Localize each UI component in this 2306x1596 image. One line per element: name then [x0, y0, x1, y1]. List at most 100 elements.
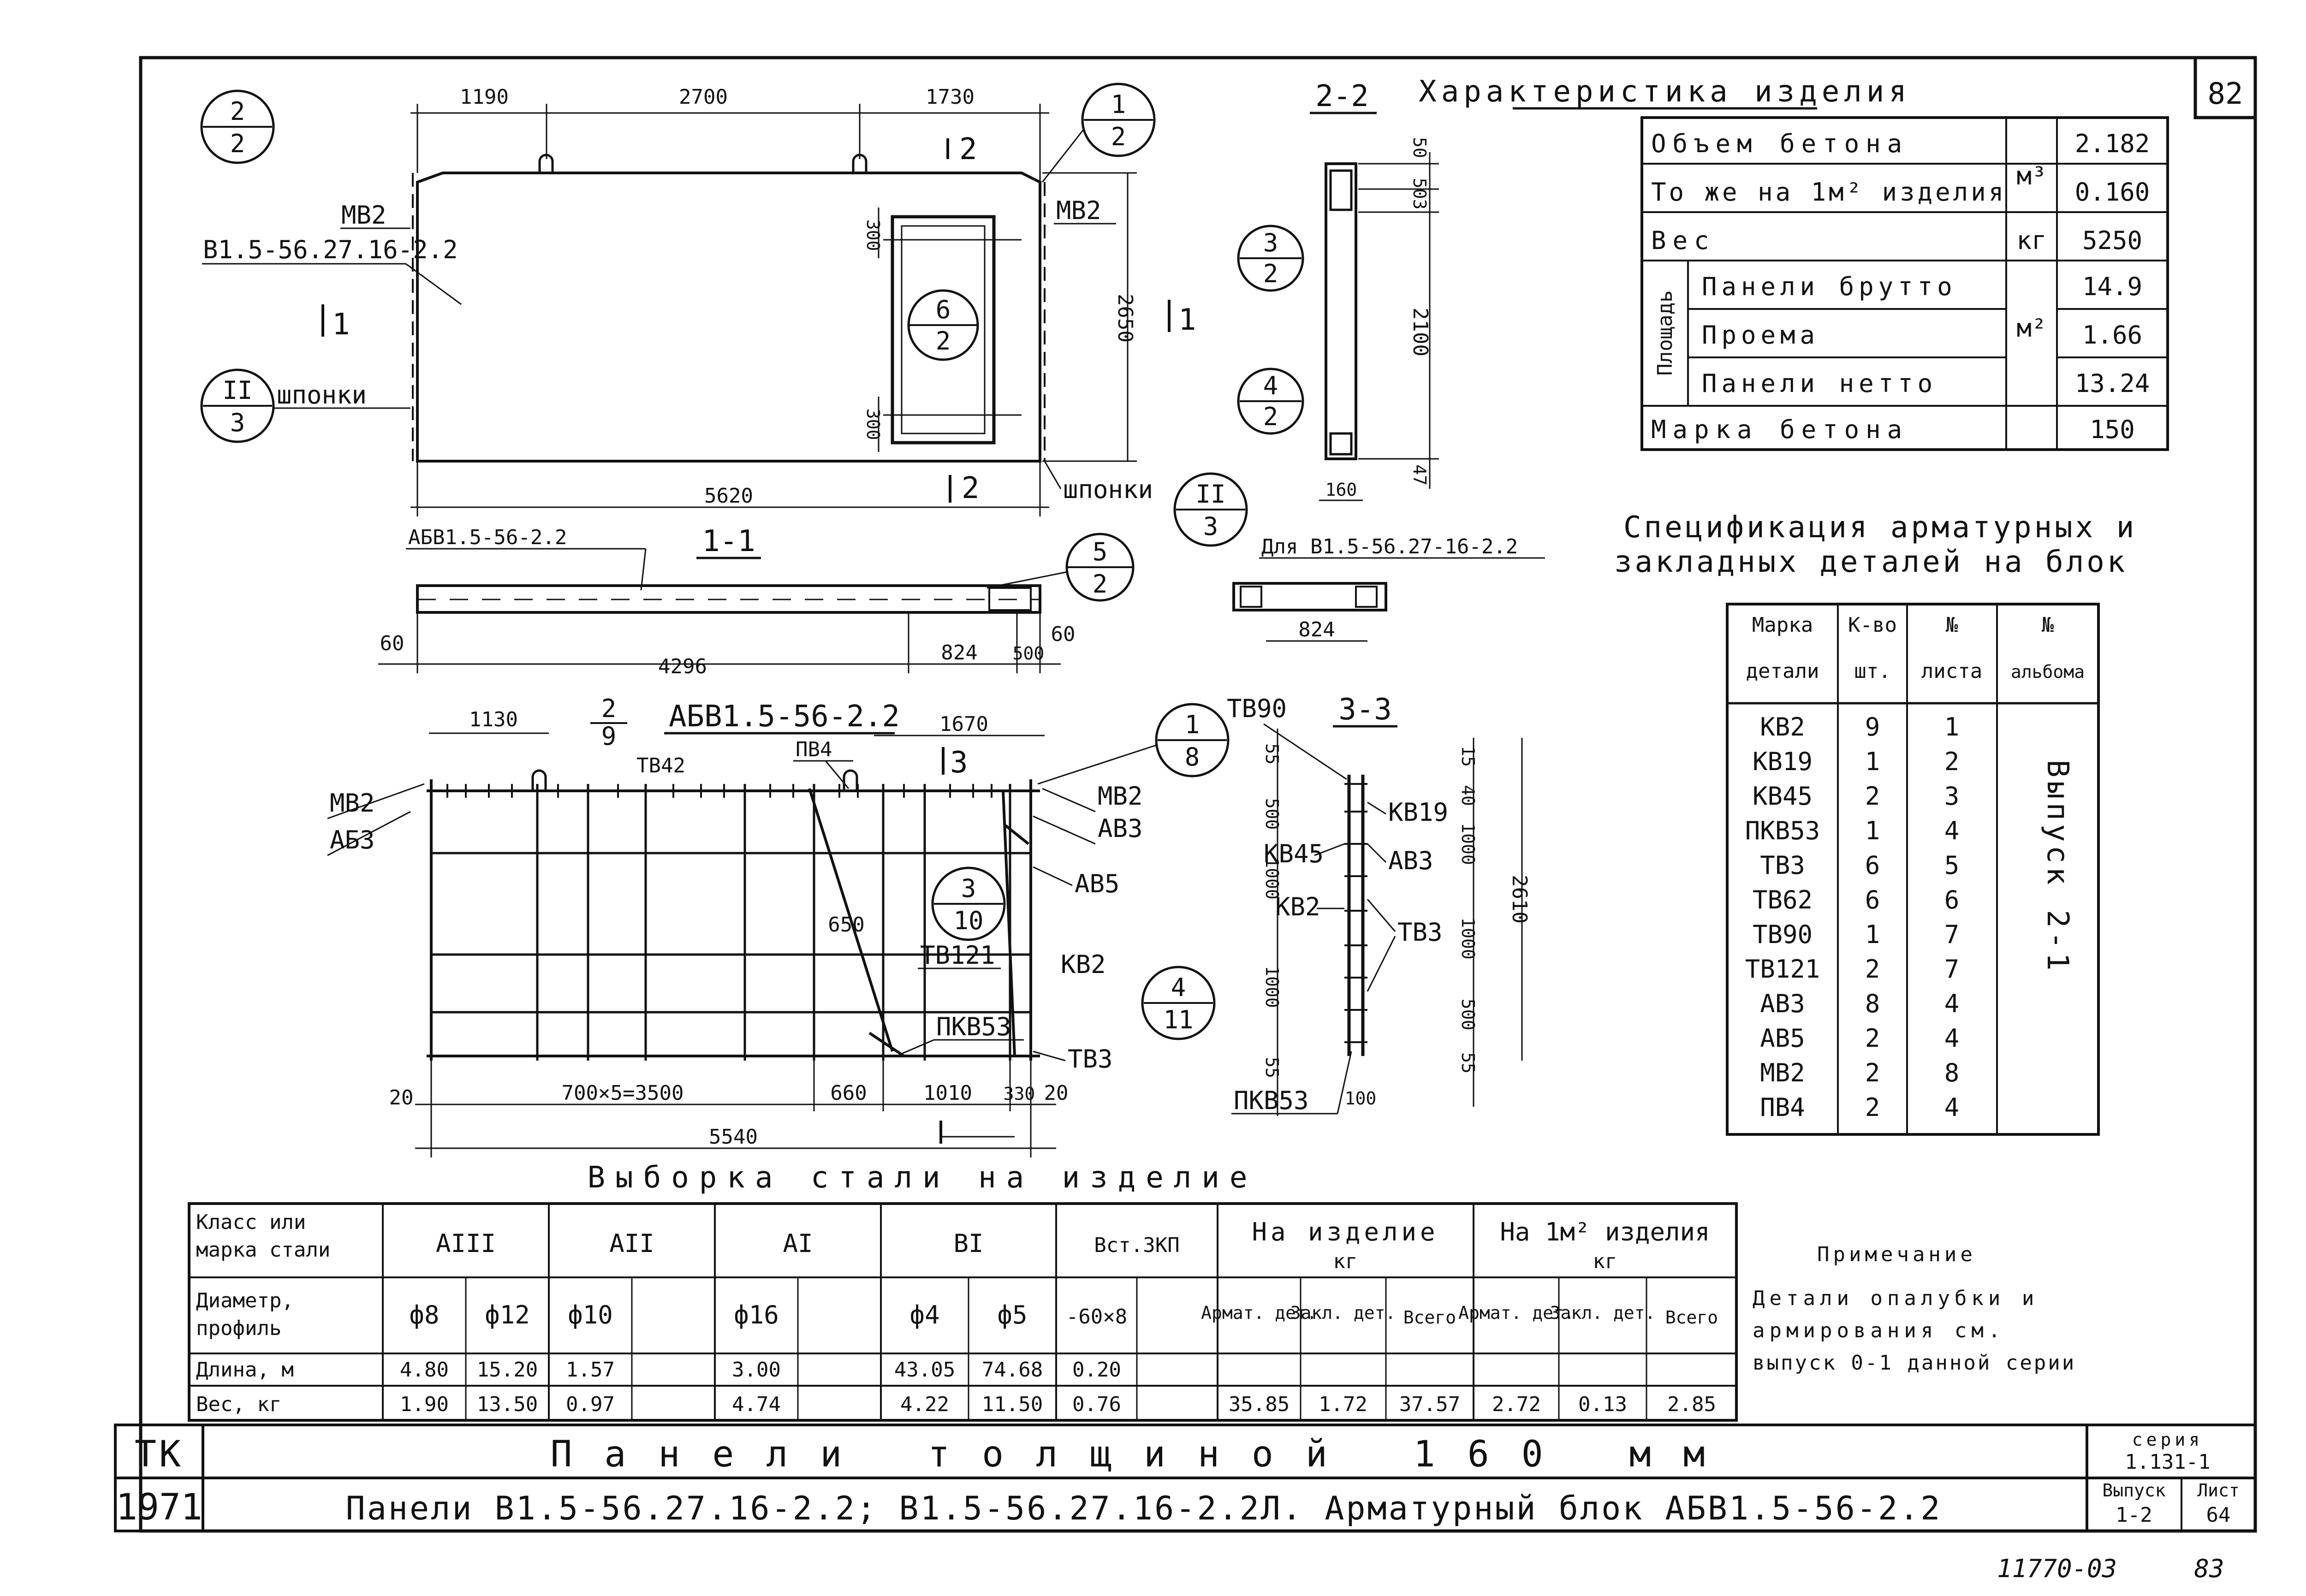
s33-dim-right-500: 500 [1458, 999, 1478, 1031]
s33-label-kv45: КВ45 [1264, 839, 1324, 868]
svg-text:Вст.3КП: Вст.3КП [1094, 1234, 1179, 1257]
block-dim-5540: 5540 [709, 1125, 758, 1149]
svg-text:9: 9 [1865, 712, 1880, 742]
svg-text:11: 11 [1163, 1005, 1193, 1034]
s33-dim-right-15: 15 [1458, 746, 1478, 767]
dim-height: 2650 [1113, 294, 1137, 343]
svg-text:6: 6 [1944, 885, 1960, 914]
callout-4-11: 4 11 [1141, 966, 1216, 1040]
svg-text:7: 7 [1944, 920, 1960, 949]
svg-text:Марка: Марка [1752, 613, 1813, 637]
svg-text:2: 2 [936, 326, 951, 356]
svg-text:15.20: 15.20 [477, 1358, 538, 1382]
s33-dim-right-1000-b: 1000 [1458, 917, 1478, 960]
svg-text:43.05: 43.05 [894, 1358, 955, 1382]
svg-text:На изделие: На изделие [1252, 1217, 1438, 1246]
s33-label-pkv53: ПКВ53 [1234, 1086, 1309, 1115]
block-title: АБВ1.5-56-2.2 [669, 700, 900, 734]
issue-label: Выпуск [2102, 1480, 2165, 1501]
svg-text:8: 8 [1944, 1058, 1960, 1087]
svg-text:5: 5 [1093, 537, 1108, 566]
block-label-mv2-right: МВ2 [1098, 782, 1143, 811]
block-label-av5: АВ5 [1075, 869, 1120, 898]
svg-text:0.160: 0.160 [2075, 178, 2150, 207]
svg-text:0.76: 0.76 [1072, 1393, 1121, 1416]
svg-text:АII: АII [609, 1229, 654, 1258]
section-2-2-dim-50: 50 [1409, 137, 1430, 158]
variant-dim-824: 824 [1298, 618, 1335, 641]
svg-text:8: 8 [1185, 742, 1200, 771]
svg-text:Проема: Проема [1702, 320, 1819, 350]
callout-3-2: 3 2 [1237, 225, 1304, 292]
svg-text:Армат. дет.: Армат. дет. [1201, 1303, 1317, 1323]
cut-mark-1-right: 1 [1178, 303, 1196, 337]
svg-text:6: 6 [936, 295, 951, 324]
svg-text:АВ5: АВ5 [1760, 1024, 1805, 1053]
section-1-1-dim-60-left: 60 [380, 632, 404, 655]
window-opening-inner [901, 225, 986, 434]
svg-text:ф8: ф8 [409, 1300, 439, 1329]
callout-2-2: 2 2 [200, 89, 275, 164]
label-mv2-right: МВ2 [1056, 196, 1101, 225]
block-label-tv3: ТВ3 [1068, 1044, 1113, 1074]
title-line-1: Панели толщиной 160 мм [550, 1434, 1737, 1475]
svg-text:2.72: 2.72 [1492, 1393, 1541, 1416]
steel-diam-header: Диаметр, [196, 1289, 294, 1312]
svg-text:ф10: ф10 [568, 1300, 613, 1329]
s33-label-av3: АВ3 [1388, 846, 1433, 875]
note-block: Примечание Детали опалубки и армирования… [1753, 1243, 2074, 1375]
svg-text:1.72: 1.72 [1319, 1393, 1367, 1416]
callout-6-2: 6 2 [907, 289, 979, 361]
svg-text:9: 9 [601, 722, 617, 751]
block-dim-650: 650 [828, 913, 864, 937]
page-number-box [2193, 56, 2257, 119]
svg-text:2: 2 [1944, 747, 1960, 776]
s33-label-kv19: КВ19 [1388, 798, 1448, 827]
section-2-2: 2-2 50 503 2100 47 160 3 2 4 2 [1237, 79, 1439, 501]
svg-text:3: 3 [1263, 228, 1278, 257]
s33-dim-total: 2610 [1508, 875, 1531, 924]
spec-row: ТВ3 6 5 [1760, 851, 1959, 880]
note-line-1: Детали опалубки и [1753, 1287, 2039, 1310]
year-label: 1971 [116, 1487, 202, 1528]
page-number: 82 [2207, 77, 2243, 111]
dim-top-1: 1190 [460, 85, 509, 109]
svg-text:2: 2 [1111, 122, 1126, 151]
svg-text:2: 2 [1865, 782, 1880, 811]
block-dim-1670: 1670 [939, 712, 988, 736]
dim-top-3: 1730 [926, 85, 975, 109]
steel-diam-header-2: профиль [196, 1317, 281, 1340]
svg-text:2: 2 [1865, 1024, 1880, 1053]
svg-text:ПВ4: ПВ4 [1760, 1093, 1805, 1122]
panel-mark: В1.5-56.27.16-2.2 [203, 235, 458, 264]
svg-text:1: 1 [1185, 710, 1200, 739]
spec-row: ПКВ53 1 4 [1745, 816, 1960, 845]
s33-dim-left-55-top: 55 [1262, 743, 1282, 765]
svg-text:4: 4 [1263, 371, 1278, 400]
svg-text:1: 1 [1111, 90, 1126, 119]
spec-row: АВ3 8 4 [1760, 989, 1959, 1018]
svg-text:3.00: 3.00 [732, 1358, 781, 1382]
svg-text:3: 3 [1203, 512, 1218, 541]
svg-text:КВ2: КВ2 [1760, 712, 1805, 742]
svg-text:6: 6 [1865, 851, 1880, 880]
dim-opening-bottom: 300 [863, 409, 883, 440]
section-1-1-title: 1-1 [702, 524, 755, 558]
svg-text:ТВ3: ТВ3 [1760, 851, 1805, 880]
block-label-pv4: ПВ4 [796, 738, 832, 761]
block-label-tv42: ТВ42 [636, 754, 685, 777]
section-2-2-dim-width: 160 [1325, 480, 1357, 500]
svg-text:13.50: 13.50 [477, 1393, 538, 1416]
svg-text:Марка бетона: Марка бетона [1651, 415, 1908, 444]
section-1-1-dim-4296: 4296 [658, 655, 707, 678]
svg-text:8: 8 [1865, 989, 1880, 1018]
spec-row: ТВ121 2 7 [1745, 955, 1960, 984]
elevation-view: 1190 2700 1730 5620 2650 300 300 МВ2 В1.… [200, 83, 1248, 547]
svg-text:ТВ121: ТВ121 [1745, 955, 1820, 984]
svg-text:150: 150 [2090, 415, 2135, 444]
s33-dim-left-500: 500 [1262, 798, 1282, 830]
svg-text:1.57: 1.57 [566, 1358, 615, 1382]
svg-text:Всего: Всего [1403, 1307, 1456, 1328]
svg-text:4: 4 [1944, 1093, 1960, 1122]
s33-dim-bottom: 100 [1345, 1088, 1377, 1109]
